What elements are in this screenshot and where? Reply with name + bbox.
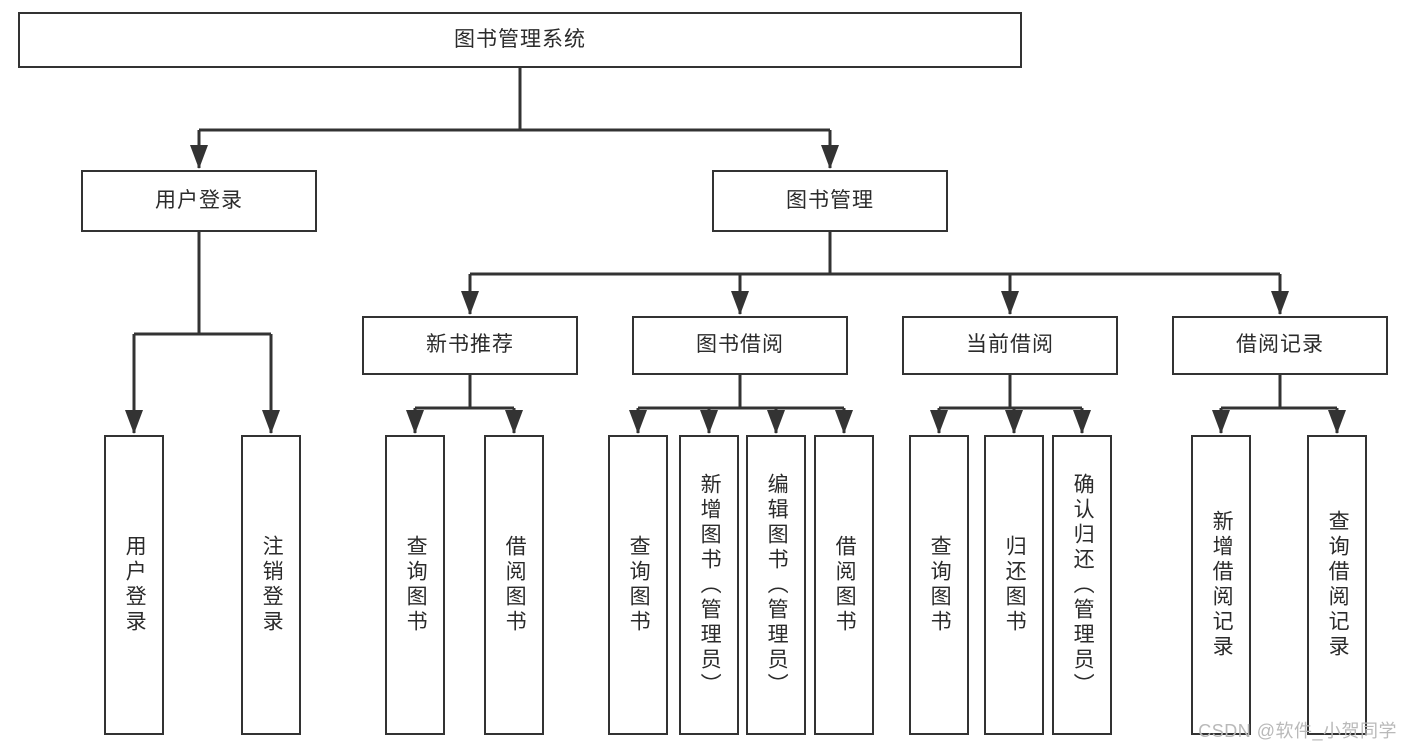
node-newbook[interactable]: 新书推荐 bbox=[362, 316, 578, 375]
node-label-l-add: 新增图书（管理员） bbox=[698, 472, 722, 698]
node-label-current: 当前借阅 bbox=[966, 333, 1054, 357]
node-l-confirm[interactable]: 确认归还（管理员） bbox=[1052, 435, 1112, 735]
node-label-borrow: 图书借阅 bbox=[696, 333, 784, 357]
node-borrow[interactable]: 图书借阅 bbox=[632, 316, 848, 375]
node-l-login[interactable]: 用户登录 bbox=[104, 435, 164, 735]
node-label-l-logout: 注销登录 bbox=[260, 535, 284, 635]
node-label-l-qrec: 查询借阅记录 bbox=[1326, 510, 1350, 660]
node-label-records: 借阅记录 bbox=[1236, 333, 1324, 357]
node-label-l-q2: 查询图书 bbox=[627, 535, 651, 635]
node-l-addrec[interactable]: 新增借阅记录 bbox=[1191, 435, 1251, 735]
node-label-l-edit: 编辑图书（管理员） bbox=[765, 472, 789, 698]
node-label-l-b1: 借阅图书 bbox=[503, 535, 527, 635]
node-l-edit[interactable]: 编辑图书（管理员） bbox=[746, 435, 806, 735]
node-l-logout[interactable]: 注销登录 bbox=[241, 435, 301, 735]
node-l-add[interactable]: 新增图书（管理员） bbox=[679, 435, 739, 735]
node-label-root: 图书管理系统 bbox=[454, 27, 586, 51]
node-l-q3[interactable]: 查询图书 bbox=[909, 435, 969, 735]
node-label-l-q3: 查询图书 bbox=[928, 535, 952, 635]
node-label-l-confirm: 确认归还（管理员） bbox=[1071, 472, 1095, 698]
node-l-b1[interactable]: 借阅图书 bbox=[484, 435, 544, 735]
node-label-bookmgmt: 图书管理 bbox=[786, 188, 874, 212]
node-l-qrec[interactable]: 查询借阅记录 bbox=[1307, 435, 1367, 735]
node-records[interactable]: 借阅记录 bbox=[1172, 316, 1388, 375]
node-label-newbook: 新书推荐 bbox=[426, 333, 514, 357]
node-label-l-login: 用户登录 bbox=[123, 535, 147, 635]
watermark-text: CSDN @软件_小贺同学 bbox=[1198, 721, 1397, 741]
node-label-l-return: 归还图书 bbox=[1003, 535, 1027, 635]
node-login[interactable]: 用户登录 bbox=[81, 170, 317, 232]
node-l-q1[interactable]: 查询图书 bbox=[385, 435, 445, 735]
node-label-login: 用户登录 bbox=[155, 188, 243, 212]
node-bookmgmt[interactable]: 图书管理 bbox=[712, 170, 948, 232]
node-l-b2[interactable]: 借阅图书 bbox=[814, 435, 874, 735]
node-l-q2[interactable]: 查询图书 bbox=[608, 435, 668, 735]
node-current[interactable]: 当前借阅 bbox=[902, 316, 1118, 375]
node-label-l-b2: 借阅图书 bbox=[833, 535, 857, 635]
node-l-return[interactable]: 归还图书 bbox=[984, 435, 1044, 735]
node-root[interactable]: 图书管理系统 bbox=[18, 12, 1022, 68]
node-label-l-q1: 查询图书 bbox=[404, 535, 428, 635]
node-label-l-addrec: 新增借阅记录 bbox=[1210, 510, 1234, 660]
